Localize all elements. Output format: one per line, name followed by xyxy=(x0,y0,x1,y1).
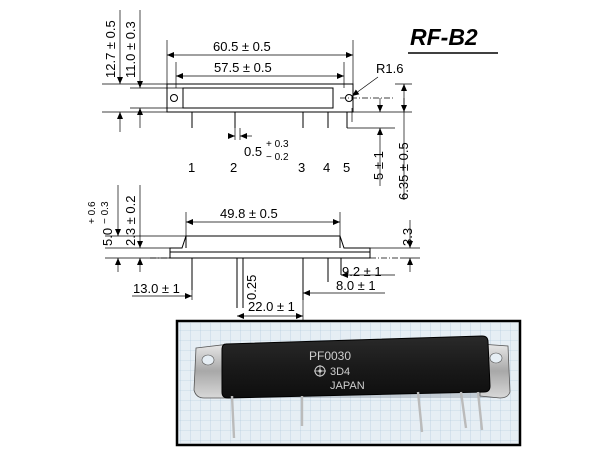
pin-label-1: 1 xyxy=(188,160,195,175)
photo-part-number: PF0030 xyxy=(309,349,351,363)
pin-label-3: 3 xyxy=(298,160,305,175)
dim-pin-width: 0.5 xyxy=(244,144,262,159)
package-title: RF-B2 xyxy=(410,24,478,50)
title-block: RF-B2 xyxy=(408,24,498,54)
pin-label-4: 4 xyxy=(323,160,330,175)
photo-lot-code: 3D4 xyxy=(330,366,350,378)
dim-22-0: 22.0 ± 1 xyxy=(248,299,295,314)
product-photo: PF0030 3D4 JAPAN xyxy=(175,319,522,447)
top-view-body xyxy=(182,87,334,109)
dim-pin-length: 5 ± 1 xyxy=(371,151,386,180)
dim-12-7: 12.7 ± 0.5 xyxy=(103,20,118,78)
photo-body xyxy=(221,335,491,399)
dim-57-5: 57.5 ± 0.5 xyxy=(214,60,272,75)
photo-origin: JAPAN xyxy=(330,380,365,392)
dim-pin-width-minus: − 0.2 xyxy=(266,152,289,163)
dim-pin-width-plus: + 0.3 xyxy=(266,139,289,150)
top-view: 60.5 ± 0.5 57.5 ± 0.5 R1.6 12.7 ± 0.5 11… xyxy=(102,10,412,200)
dim-13-0: 13.0 ± 1 xyxy=(133,281,180,296)
dim-r-1-6: R1.6 xyxy=(376,61,403,76)
dim-5-0-plus: + 0.6 xyxy=(87,201,98,224)
mount-hole-left xyxy=(170,94,178,102)
dim-pin-height: 6.35 ± 0.5 xyxy=(396,142,411,200)
dim-9-2: 9.2 ± 1 xyxy=(342,264,382,279)
dim-49-8: 49.8 ± 0.5 xyxy=(220,206,278,221)
dim-0-25: 0.25 xyxy=(244,275,259,300)
dim-8-0: 8.0 ± 1 xyxy=(336,278,376,293)
manufacturer-logo-icon xyxy=(314,365,326,377)
side-view: 49.8 ± 0.5 5.0 + 0.6 − 0.3 2.3 ± 0.2 3.3… xyxy=(87,185,420,320)
dim-2-3: 2.3 ± 0.2 xyxy=(123,195,138,246)
dim-60-5: 60.5 ± 0.5 xyxy=(213,39,271,54)
dim-3-3: 3.3 xyxy=(400,228,415,246)
dim-11-0: 11.0 ± 0.3 xyxy=(123,21,138,78)
dim-5-0-minus: − 0.3 xyxy=(100,201,111,224)
dim-5-0: 5.0 xyxy=(100,228,115,246)
pin-label-5: 5 xyxy=(343,160,350,175)
pin-label-2: 2 xyxy=(230,160,237,175)
